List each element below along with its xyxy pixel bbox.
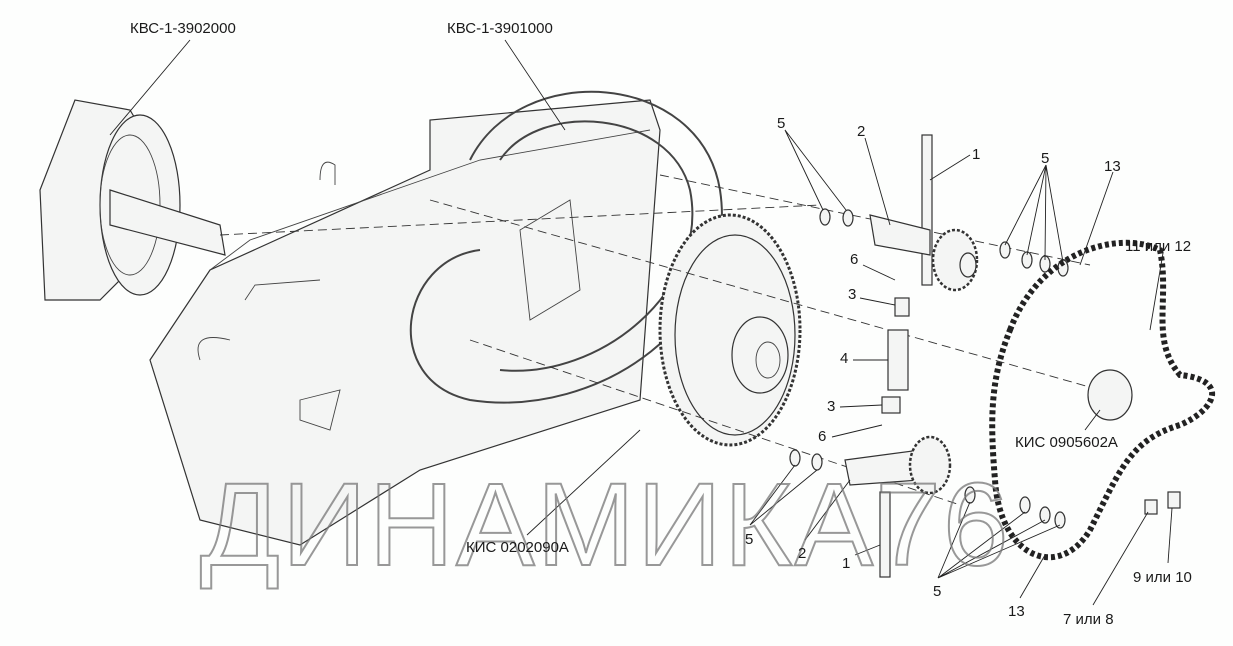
callout-6: 6 xyxy=(818,428,826,445)
hub-assembly-drawing xyxy=(39,99,226,301)
callout-6: 6 xyxy=(850,251,858,268)
large-sprocket-drawing xyxy=(658,213,802,447)
callout-5: 5 xyxy=(1041,150,1049,167)
sprocket-label-right: КИС 0905602А xyxy=(1015,434,1118,451)
link-label-a: 7 или 8 xyxy=(1063,611,1114,628)
callout-2: 2 xyxy=(857,123,865,140)
callout-4: 4 xyxy=(840,350,848,367)
sprocket-label-center: КИС 0202090А xyxy=(466,539,569,556)
callout-13: 13 xyxy=(1008,603,1025,620)
chain-label: 11 или 12 xyxy=(1125,238,1191,255)
link-label-b: 9 или 10 xyxy=(1133,569,1192,586)
callout-2: 2 xyxy=(798,545,806,562)
callout-3: 3 xyxy=(827,398,835,415)
small-sprocket-drawing xyxy=(1087,369,1133,421)
callout-5: 5 xyxy=(777,115,785,132)
watermark-logo: ДИНАМИКА76 xyxy=(200,459,1010,591)
callout-5: 5 xyxy=(745,531,753,548)
callout-1: 1 xyxy=(842,555,850,572)
assembly-label-left: КВС-1-3902000 xyxy=(130,20,236,37)
tensioner-parts-drawing xyxy=(789,134,1181,578)
callout-13: 13 xyxy=(1104,158,1121,175)
callout-1: 1 xyxy=(972,146,980,163)
leader-lines xyxy=(109,39,1173,606)
frame-drawing xyxy=(149,99,661,546)
assembly-label-center: КВС-1-3901000 xyxy=(447,20,553,37)
callout-3: 3 xyxy=(848,286,856,303)
roller-chain-drawing xyxy=(989,239,1215,561)
callout-5: 5 xyxy=(933,583,941,600)
